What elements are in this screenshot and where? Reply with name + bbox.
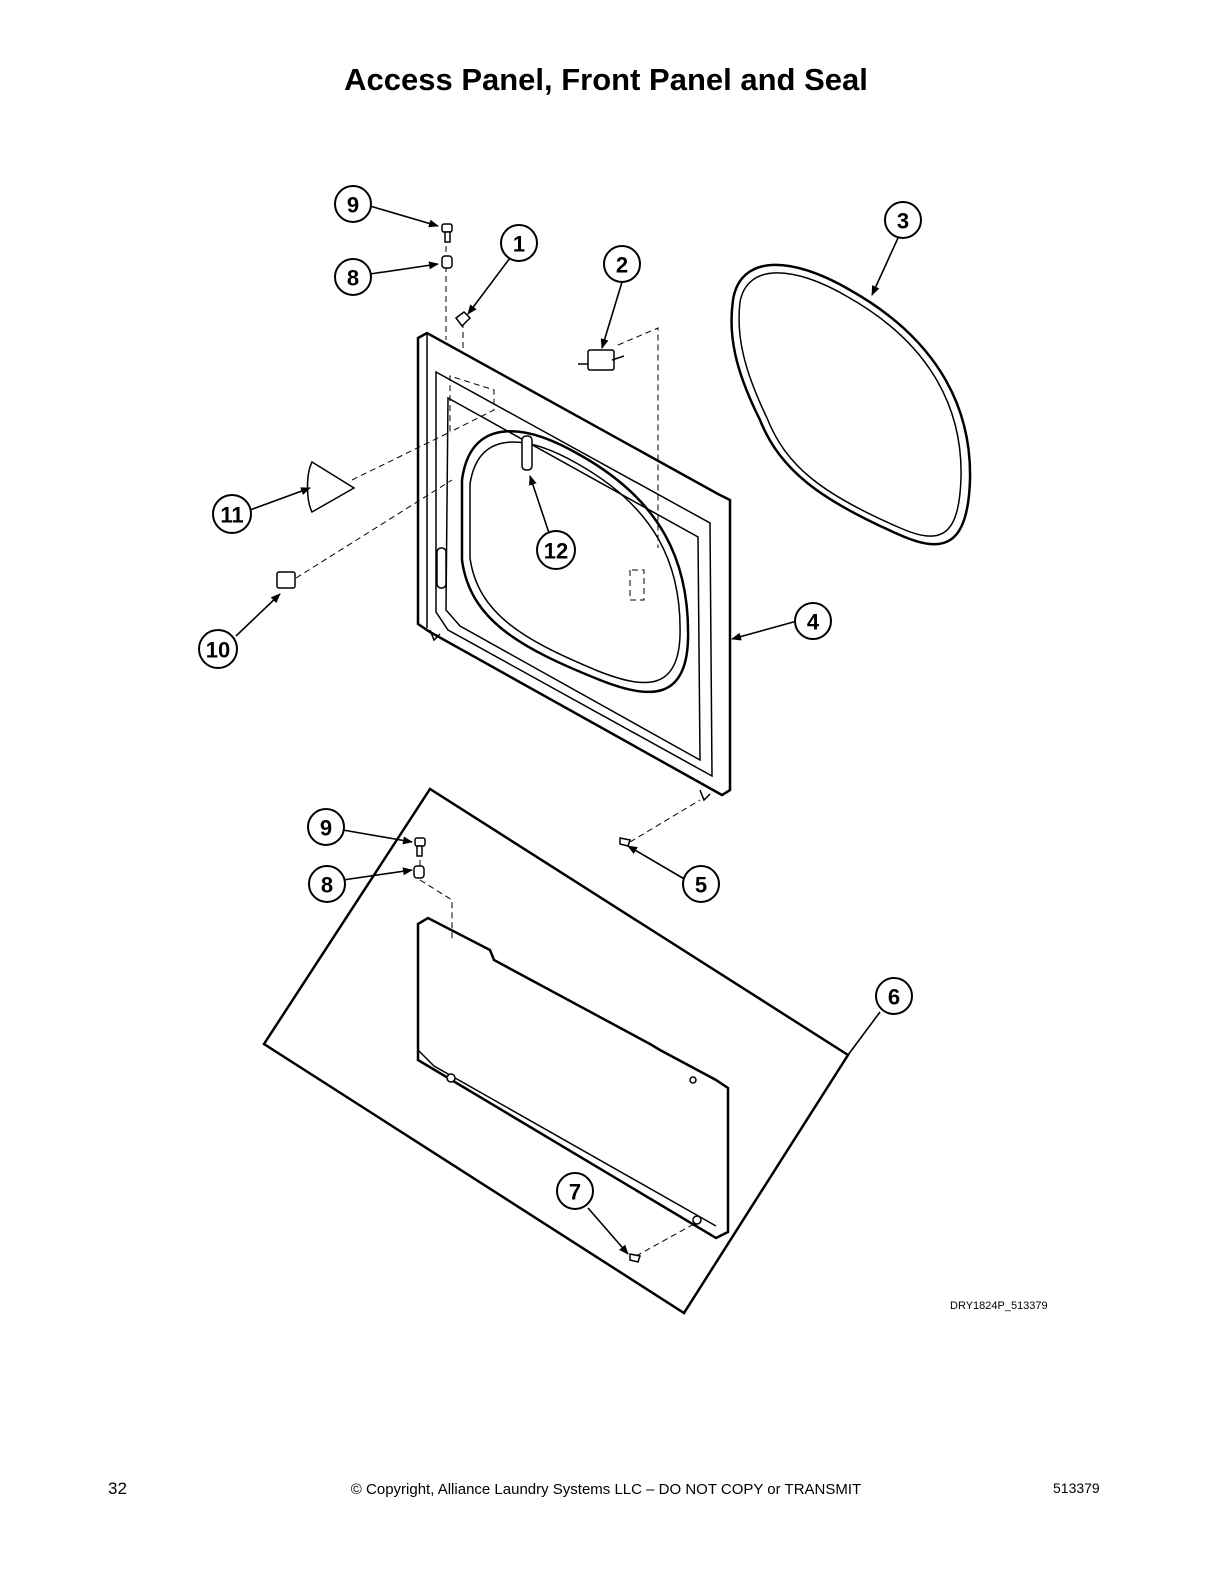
document-number: 513379 [1053,1480,1100,1496]
svg-text:1: 1 [513,232,525,257]
front-panel [416,331,732,802]
svg-text:4: 4 [807,610,820,635]
hardware-parts [276,223,641,1263]
svg-text:11: 11 [220,503,243,528]
svg-text:5: 5 [695,873,707,898]
callout-10: 10 [198,629,238,669]
svg-text:12: 12 [544,539,568,564]
callout-9-top: 9 [334,185,372,223]
svg-text:2: 2 [616,253,628,278]
callout-12: 12 [536,530,576,570]
svg-text:6: 6 [888,985,900,1010]
svg-text:10: 10 [206,638,230,663]
callout-8-bottom: 8 [308,865,346,903]
callout-2: 2 [603,245,641,283]
svg-text:9: 9 [320,816,332,841]
access-panel [262,787,850,1315]
svg-text:8: 8 [321,873,333,898]
copyright-notice: © Copyright, Alliance Laundry Systems LL… [350,1481,862,1498]
callout-6: 6 [875,977,913,1015]
callout-3: 3 [884,201,922,239]
callout-1: 1 [500,224,538,262]
assembly-dashed-lines [295,236,701,1257]
page-number: 32 [108,1479,127,1498]
callout-5: 5 [682,865,720,903]
door-seal [730,263,972,546]
svg-text:9: 9 [347,193,359,218]
leader-arrows [235,205,899,1255]
svg-text:3: 3 [897,209,909,234]
callout-8-top: 8 [334,258,372,296]
svg-text:8: 8 [347,266,359,291]
callout-7: 7 [556,1172,594,1210]
callout-11: 11 [212,494,252,534]
drawing-code: DRY1824P_513379 [950,1300,1048,1312]
svg-text:7: 7 [569,1180,581,1205]
callout-9-bottom: 9 [307,808,345,846]
page-title: Access Panel, Front Panel and Seal [344,62,868,97]
callout-4: 4 [794,602,832,640]
